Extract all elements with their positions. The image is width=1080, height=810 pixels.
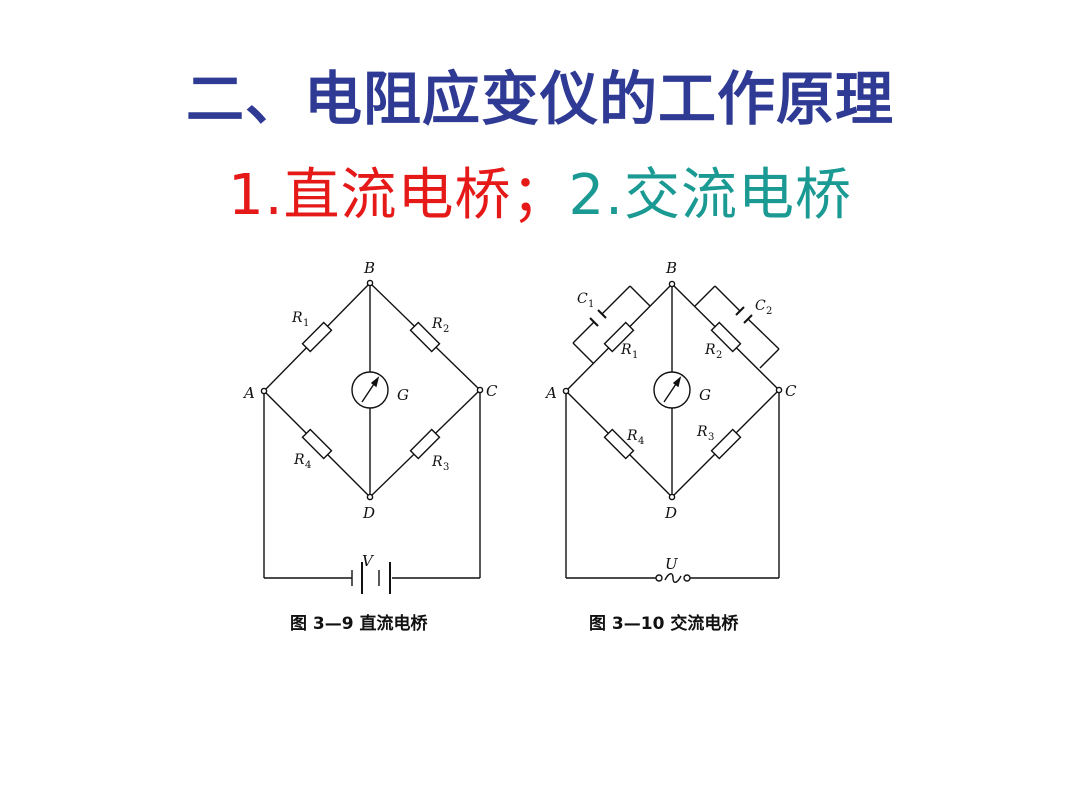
ac-label-c1: C [577,291,588,307]
ac-label-r3-sub: 3 [708,432,714,443]
dc-resistor-r3 [409,428,441,460]
dc-resistor-r1 [301,321,333,353]
subtitle: 1.直流电桥；2.交流电桥 [0,150,1080,231]
ac-nodes [562,280,783,501]
dc-label-r3: R [431,454,443,470]
dc-label-c: C [486,382,498,400]
ac-caption: 图 3—10 交流电桥 [589,613,739,634]
ac-label-g: G [699,386,711,404]
dc-label-d: D [362,504,375,522]
ac-label-c2: C [755,298,766,314]
subtitle-part1-number: 1. [228,163,284,228]
ac-label-c1-sub: 1 [588,299,594,310]
dc-label-r3-sub: 3 [443,462,449,473]
ac-label-d: D [664,504,677,522]
ac-label-r1-sub: 1 [632,350,638,361]
dc-resistor-r4 [301,428,333,460]
dc-label-r2: R [431,316,443,332]
ac-label-r3: R [696,424,708,440]
ac-source [655,573,691,583]
ac-label-r2: R [704,342,716,358]
page-title: 二、电阻应变仪的工作原理 [185,65,894,133]
subtitle-separator: ； [511,163,569,228]
ac-label-r1: R [620,342,632,358]
ac-label-c2-sub: 2 [766,306,772,317]
dc-caption: 图 3—9 直流电桥 [290,613,428,634]
ac-label-a: A [544,384,557,402]
ac-resistor-r2 [710,321,742,353]
ac-bridge-circuit [565,283,780,579]
ac-label-c: C [785,382,797,400]
dc-label-b: B [363,259,375,277]
ac-label-r4: R [626,428,638,444]
dc-label-a: A [242,384,255,402]
subtitle-part2-text: 交流电桥 [623,163,852,228]
dc-resistors [301,321,441,460]
dc-label-g: G [397,386,409,404]
ac-resistors [603,321,742,460]
dc-label-v: V [362,552,375,570]
dc-battery [351,562,391,594]
dc-resistor-r2 [409,321,441,353]
ac-label-r4-sub: 4 [638,436,644,447]
subtitle-part1-text: 直流电桥 [283,163,512,228]
dc-label-r1: R [291,310,303,326]
subtitle-part2-number: 2. [568,163,624,228]
ac-label-u: U [665,555,679,573]
ac-resistor-r1 [603,321,635,353]
dc-label-r4: R [293,452,305,468]
dc-label-r2-sub: 2 [443,324,449,335]
ac-capacitor-c1 [572,285,651,364]
ac-resistor-r3 [710,428,742,460]
ac-label-r2-sub: 2 [716,350,722,361]
dc-nodes [260,279,484,501]
ac-resistor-r4 [603,428,635,460]
ac-label-b: B [665,259,677,277]
dc-label-r4-sub: 4 [305,460,311,471]
ac-capacitor-c2 [694,285,780,369]
dc-label-r1-sub: 1 [303,318,309,329]
